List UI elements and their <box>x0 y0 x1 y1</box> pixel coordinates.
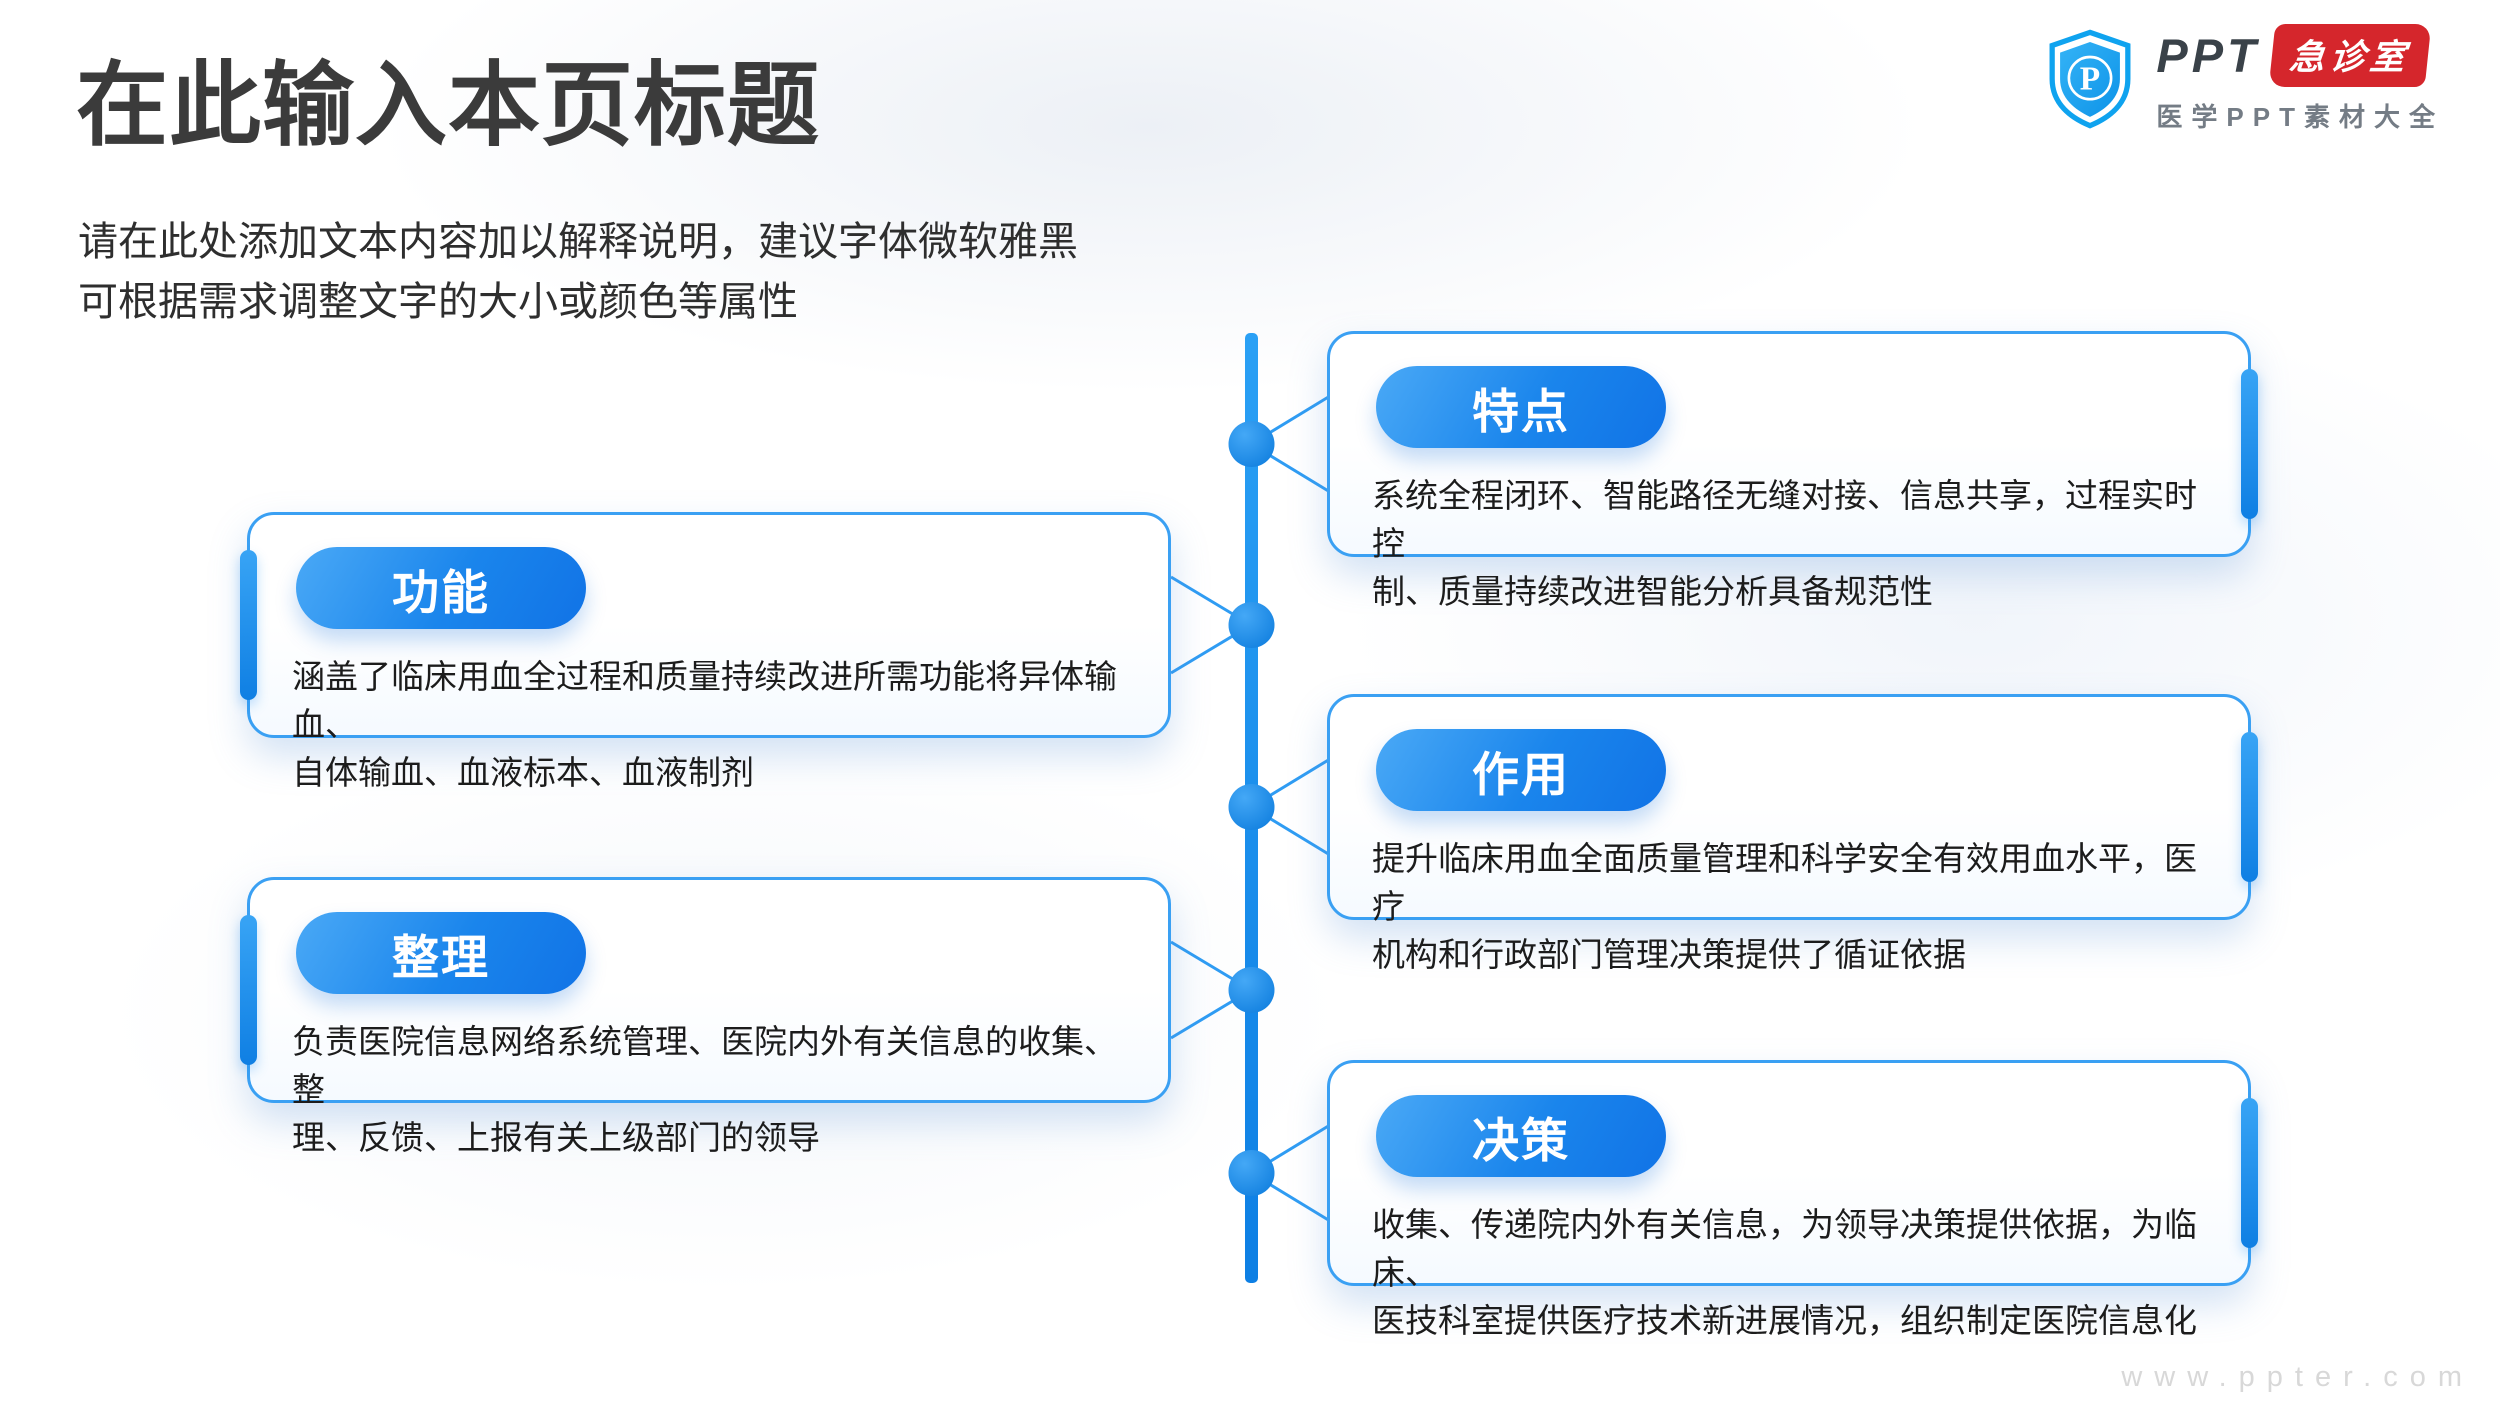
card-accent-bar <box>2241 369 2258 519</box>
card-accent-bar <box>2241 732 2258 882</box>
card-label-pill: 作用 <box>1376 729 1666 811</box>
card-body-text: 涵盖了临床用血全过程和质量持续改进所需功能将异体输血、 自体输血、血液标本、血液… <box>292 658 1117 791</box>
card-decision: 决策 收集、传递院内外有关信息，为领导决策提供依据，为临床、 医技科室提供医疗技… <box>1327 1060 2258 1339</box>
timeline-dot-3 <box>1228 784 1275 830</box>
card-accent-bar <box>240 550 257 700</box>
card-functions: 功能 涵盖了临床用血全过程和质量持续改进所需功能将异体输血、 自体输血、血液标本… <box>240 512 1171 791</box>
brand-name: PPT <box>2156 29 2260 82</box>
brand-logo: P PPT 急诊室 医学PPT素材大全 <box>2046 24 2444 134</box>
page-title: 在此输入本页标题 <box>76 55 821 157</box>
card-accent-bar <box>240 915 257 1065</box>
timeline-dot-2 <box>1228 602 1275 648</box>
card-label-pill: 整理 <box>296 912 586 994</box>
card-accent-bar <box>2241 1098 2258 1248</box>
watermark: www.ppter.com <box>2121 1361 2474 1393</box>
card-organize: 整理 负责医院信息网络系统管理、医院内外有关信息的收集、整 理、反馈、上报有关上… <box>240 877 1171 1156</box>
svg-text:P: P <box>2080 61 2100 98</box>
card-body-text: 收集、传递院内外有关信息，为领导决策提供依据，为临床、 医技科室提供医疗技术新进… <box>1372 1206 2197 1339</box>
card-label-pill: 功能 <box>296 547 586 629</box>
card-body-text: 提升临床用血全面质量管理和科学安全有效用血水平，医疗 机构和行政部门管理决策提供… <box>1372 840 2197 973</box>
page-subtitle: 请在此处添加文本内容加以解释说明，建议字体微软雅黑 可根据需求调整文字的大小或颜… <box>78 220 1078 324</box>
shield-icon: P <box>2049 29 2131 129</box>
timeline-dot-5 <box>1228 1150 1275 1196</box>
timeline-dot-1 <box>1228 421 1275 467</box>
card-features: 特点 系统全程闭环、智能路径无缝对接、信息共享，过程实时控 制、质量持续改进智能… <box>1327 331 2258 610</box>
card-label-pill: 决策 <box>1376 1095 1666 1177</box>
timeline-dots <box>1228 421 1275 1196</box>
timeline-dot-4 <box>1228 967 1275 1013</box>
card-effects: 作用 提升临床用血全面质量管理和科学安全有效用血水平，医疗 机构和行政部门管理决… <box>1327 694 2258 973</box>
brand-text-block: PPT 急诊室 医学PPT素材大全 <box>2156 24 2444 134</box>
card-label-pill: 特点 <box>1376 366 1666 448</box>
brand-tagline: 医学PPT素材大全 <box>2156 102 2444 132</box>
card-body-text: 负责医院信息网络系统管理、医院内外有关信息的收集、整 理、反馈、上报有关上级部门… <box>292 1023 1117 1156</box>
card-body-text: 系统全程闭环、智能路径无缝对接、信息共享，过程实时控 制、质量持续改进智能分析具… <box>1372 477 2197 610</box>
